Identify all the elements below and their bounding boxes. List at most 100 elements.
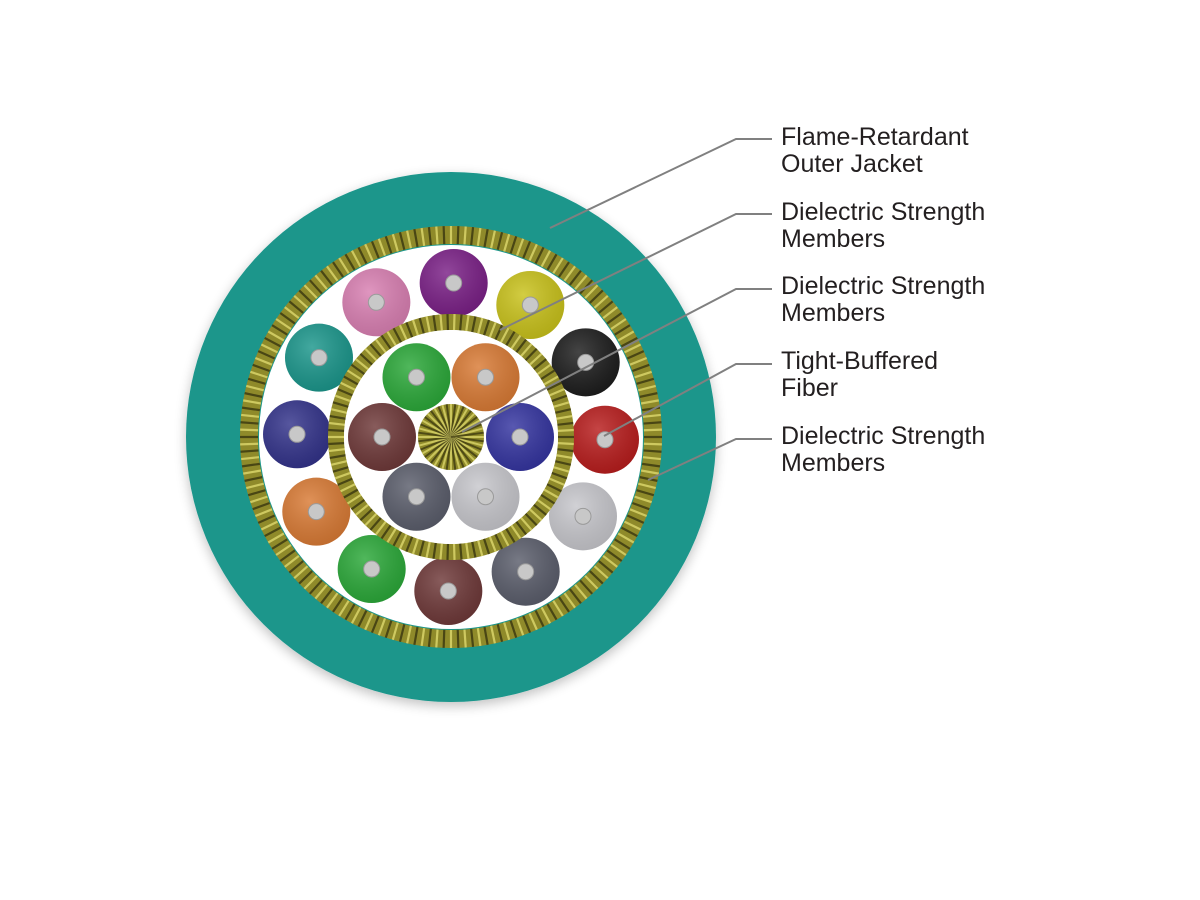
inner-strength-member-strand <box>540 493 556 505</box>
inner-strength-member-strand <box>330 460 348 466</box>
inner-strength-member-strand <box>488 321 497 338</box>
leader-line <box>549 138 772 229</box>
outer-fiber-core <box>596 431 614 449</box>
inner-fiber-core <box>408 368 425 386</box>
inner-strength-member-strand <box>369 517 382 531</box>
outer-strength-member-strand <box>643 449 662 453</box>
outer-strength-member-strand <box>344 253 356 271</box>
inner-strength-member-strand <box>350 363 366 375</box>
inner-strength-member-strand <box>328 428 345 432</box>
inner-strength-member-strand <box>510 524 522 540</box>
outer-strength-member-strand <box>338 600 350 617</box>
inner-strength-member-strand <box>359 353 373 366</box>
outer-strength-member-strand <box>244 476 263 482</box>
outer-strength-member-strand <box>413 229 419 248</box>
outer-strength-member-strand <box>298 570 313 585</box>
outer-strength-member-strand <box>252 363 271 373</box>
outer-strength-member-strand <box>606 549 623 562</box>
tight-buffered-fiber <box>491 537 560 606</box>
inner-strength-member-strand <box>337 477 353 486</box>
outer-strength-member-strand <box>249 370 268 379</box>
tight-buffered-fiber <box>263 400 332 469</box>
inner-strength-member-strand <box>557 448 574 453</box>
outer-strength-member-strand <box>377 617 387 636</box>
callout-strength-members-2-line1: Dielectric Strength <box>781 272 986 300</box>
outer-strength-member-strand <box>364 243 374 262</box>
inner-dielectric-strength-members <box>328 314 574 560</box>
outer-strength-member-strand <box>476 227 482 247</box>
callout-strength-members-3-line1: Dielectric Strength <box>781 422 986 450</box>
outer-strength-member-strand <box>623 343 642 354</box>
outer-strength-member-strand <box>308 579 323 595</box>
inner-strength-member-strand <box>425 316 431 333</box>
outer-strength-member-strand <box>249 495 268 504</box>
outer-strength-member-strand <box>610 318 627 330</box>
outer-strength-member-strand <box>254 508 273 518</box>
callout-strength-members-1-line1: Dielectric Strength <box>781 198 986 226</box>
outer-strength-member-strand <box>626 514 645 524</box>
inner-strength-member-strand <box>499 531 510 547</box>
outer-strength-member-strand <box>279 312 296 325</box>
outer-strength-member-strand <box>332 261 344 278</box>
outer-strength-member-strand <box>240 449 259 453</box>
outer-strength-member-strand <box>540 250 552 268</box>
outer-strength-member-strand <box>490 230 496 249</box>
outer-strength-member-strand <box>503 622 511 641</box>
tight-buffered-fiber <box>551 328 620 397</box>
inner-strength-member-strand <box>405 321 414 338</box>
outer-strength-member-strand <box>602 306 618 320</box>
outer-strength-member-strand <box>483 229 489 248</box>
outer-strength-member-strand <box>629 356 648 366</box>
outer-strength-member-strand <box>528 612 538 631</box>
outer-strength-member-strand <box>243 399 262 405</box>
outer-strength-member-strand <box>490 625 496 644</box>
outer-fiber-core <box>521 296 539 314</box>
inner-strength-member-strand <box>459 543 463 560</box>
outer-strength-member-strand <box>636 489 655 497</box>
inner-strength-member-strand <box>536 363 552 375</box>
outer-strength-member-strand <box>241 456 260 461</box>
outer-strength-member-strand <box>391 622 399 641</box>
callout-strength-members-2: Dielectric Strength Members <box>781 273 985 327</box>
outer-strength-member-strand <box>241 462 261 468</box>
outer-strength-member-strand <box>563 592 576 609</box>
outer-strength-member-strand <box>240 442 259 446</box>
inner-strength-member-strand <box>432 315 437 332</box>
inner-strength-member-strand <box>551 394 568 403</box>
outer-strength-member-strand <box>470 227 475 246</box>
outer-strength-member-strand <box>638 482 656 490</box>
outer-strength-member-strand <box>284 306 300 320</box>
inner-strength-member-strand <box>364 512 378 526</box>
outer-strength-member-strand <box>558 596 570 613</box>
inner-strength-member-strand <box>524 512 538 526</box>
tight-buffered-fiber <box>337 535 406 604</box>
outer-fiber-core <box>363 560 381 578</box>
inner-strength-member-strand <box>439 543 443 560</box>
inner-strength-member-strand <box>505 331 516 346</box>
inner-strength-member-strand <box>557 421 574 426</box>
inner-strength-member-strand <box>471 316 477 333</box>
inner-fiber-core <box>477 368 494 386</box>
outer-strength-member-strand <box>634 370 653 379</box>
inner-strength-member-strand <box>340 483 356 493</box>
outer-strength-member-strand <box>509 235 518 254</box>
tight-buffered-fiber <box>451 462 520 531</box>
tight-buffered-fiber <box>348 403 416 471</box>
outer-strength-member-strand <box>427 628 432 647</box>
outer-strength-member-strand <box>614 324 631 336</box>
inner-strength-member-strand <box>392 531 403 547</box>
inner-strength-member-strand <box>524 348 538 362</box>
inner-strength-member-strand <box>546 381 562 391</box>
inner-strength-member-strand <box>328 448 345 453</box>
inner-strength-member-strand <box>418 317 425 334</box>
inner-strength-member-strand <box>557 428 574 432</box>
outer-strength-member-strand <box>303 284 318 299</box>
outer-strength-member-strand <box>643 428 662 432</box>
inner-strength-member-strand <box>510 334 522 350</box>
inner-strength-member-strand <box>346 369 362 381</box>
outer-strength-member-strand <box>623 520 642 531</box>
outer-strength-member-strand <box>350 606 362 624</box>
outer-strength-member-strand <box>496 624 504 642</box>
inner-strength-member-strand <box>533 358 547 371</box>
inner-strength-member-strand <box>330 408 348 414</box>
